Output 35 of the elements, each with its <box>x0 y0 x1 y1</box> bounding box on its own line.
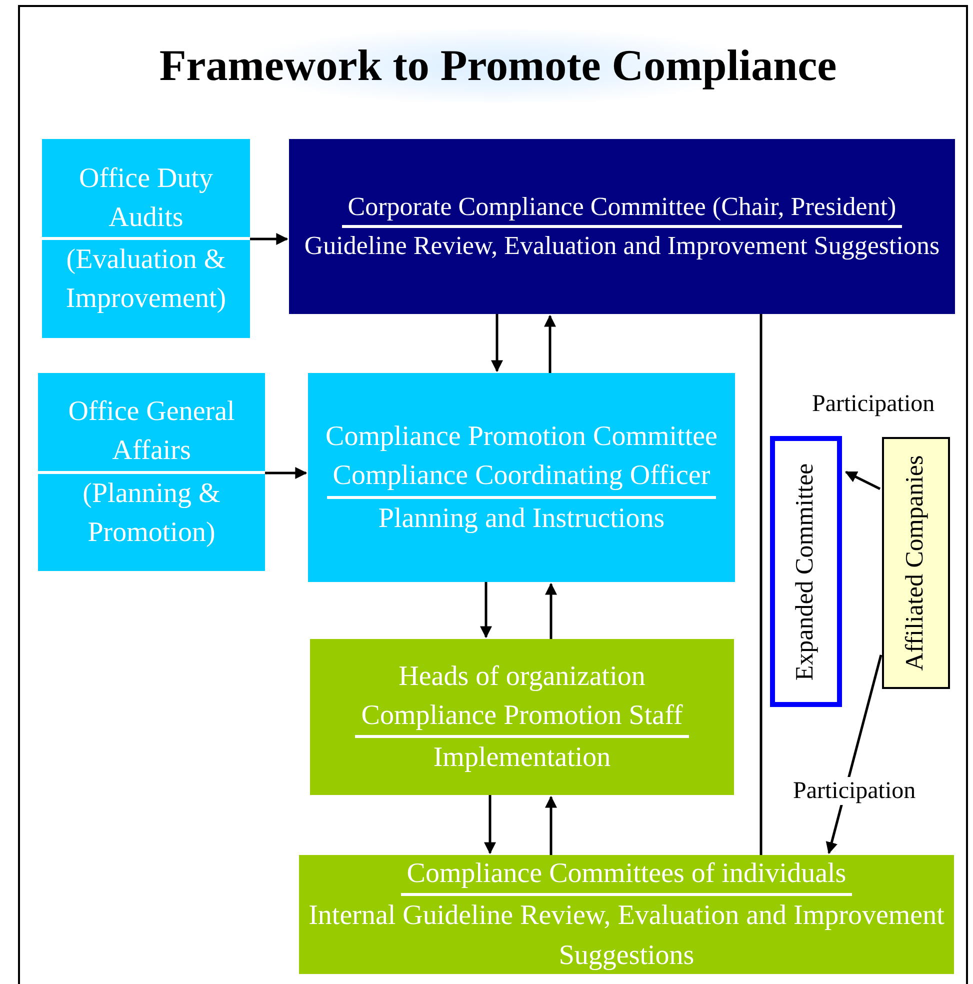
arrow <box>544 314 556 373</box>
box-text: Planning and Instructions <box>377 502 666 536</box>
organization-box <box>310 639 734 795</box>
box-heading: Corporate Compliance Committee (Chair, President) <box>342 188 902 228</box>
box-label: Affiliated Companies <box>901 455 930 671</box>
committee-box <box>308 373 735 582</box>
arrow <box>480 582 492 638</box>
arrow <box>484 795 496 854</box>
box-text: Implementation <box>432 741 612 776</box>
box-label: Expanded Committee <box>791 462 820 680</box>
box-text: Compliance Coordinating Officer <box>326 456 716 499</box>
connector-line <box>760 314 762 855</box>
box-text: (Planning & Promotion) <box>82 476 222 550</box>
box-text: Internal Guideline Review, Evaluation and Improvement Suggestions <box>308 899 946 973</box>
arrow <box>265 467 308 479</box>
edge-label: Participation <box>793 777 916 805</box>
arrow <box>545 796 557 855</box>
box-text: Guideline Review, Evaluation and Improvement Suggestions <box>303 230 941 262</box>
box-text: (Evaluation & Improvement) <box>64 243 228 316</box>
affiliated-companies-box <box>882 437 950 689</box>
box-text: Compliance Promotion Staff <box>355 696 689 738</box>
office-box <box>42 139 250 338</box>
office-box <box>38 373 265 571</box>
arrow <box>844 470 881 490</box>
box-heading: Compliance Committees of individuals <box>400 854 852 896</box>
committee-box <box>299 855 954 974</box>
arrow <box>545 582 557 639</box>
arrow <box>250 233 288 245</box>
box-heading: Compliance Promotion Committee <box>324 420 718 454</box>
box-heading: Heads of organization <box>398 660 646 694</box>
arrow <box>491 314 503 372</box>
committee-box <box>289 139 955 314</box>
expanded-committee-box <box>770 436 842 707</box>
box-heading: Office Duty Audits <box>42 158 250 240</box>
box-heading: Office General Affairs <box>38 392 265 474</box>
